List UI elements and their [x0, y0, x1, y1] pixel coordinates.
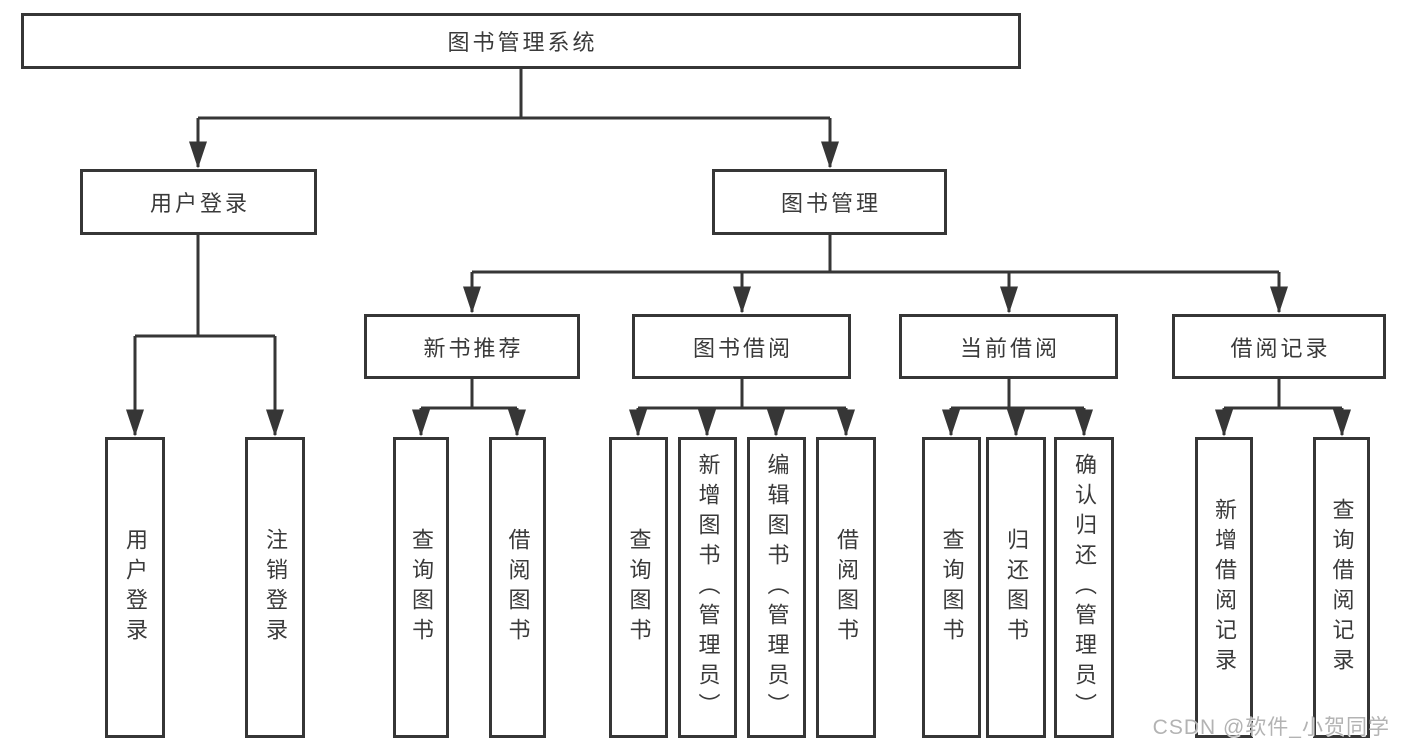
leaf-add-borrow-record: 新增借阅记录 — [1195, 437, 1253, 738]
node-user-login-label: 用户登录 — [149, 191, 250, 216]
leaf-edit-books-admin-label: 编辑图书（管理员） — [764, 452, 790, 723]
leaf-query-books-current: 查询图书 — [922, 437, 981, 738]
leaf-return-books-label: 归还图书 — [1004, 527, 1029, 648]
leaf-logout-label: 注销登录 — [263, 527, 288, 648]
node-current-borrowing: 当前借阅 — [899, 314, 1118, 379]
node-new-book-recommend-label: 新书推荐 — [423, 335, 524, 361]
leaf-query-books-recommend-label: 查询图书 — [409, 527, 434, 648]
node-root-label: 图书管理系统 — [447, 30, 598, 55]
leaf-query-books-recommend: 查询图书 — [393, 437, 449, 738]
node-borrowing-records-label: 借阅记录 — [1230, 335, 1331, 361]
node-current-borrowing-label: 当前借阅 — [959, 335, 1060, 361]
node-book-borrowing: 图书借阅 — [632, 314, 851, 379]
leaf-query-books-current-label: 查询图书 — [939, 527, 965, 648]
leaf-borrow-books-recommend: 借阅图书 — [489, 437, 546, 738]
node-root: 图书管理系统 — [21, 13, 1021, 69]
leaf-user-login-label: 用户登录 — [123, 527, 148, 648]
leaf-borrow-books: 借阅图书 — [816, 437, 876, 738]
leaf-query-borrow-record: 查询借阅记录 — [1313, 437, 1370, 738]
leaf-borrow-books-recommend-label: 借阅图书 — [505, 527, 531, 648]
leaf-confirm-return-admin: 确认归还（管理员） — [1054, 437, 1114, 738]
leaf-add-borrow-record-label: 新增借阅记录 — [1212, 497, 1237, 678]
leaf-borrow-books-label: 借阅图书 — [834, 527, 859, 648]
csdn-watermark: CSDN @软件_小贺同学 — [1152, 716, 1390, 739]
leaf-user-login: 用户登录 — [105, 437, 165, 738]
leaf-edit-books-admin: 编辑图书（管理员） — [747, 437, 806, 738]
leaf-query-books-borrowing-label: 查询图书 — [626, 527, 652, 648]
leaf-return-books: 归还图书 — [986, 437, 1046, 738]
leaf-query-borrow-record-label: 查询借阅记录 — [1329, 497, 1355, 678]
node-book-management-label: 图书管理 — [780, 191, 881, 216]
leaf-add-books-admin: 新增图书（管理员） — [678, 437, 737, 738]
leaf-confirm-return-admin-label: 确认归还（管理员） — [1072, 452, 1097, 723]
node-borrowing-records: 借阅记录 — [1172, 314, 1386, 379]
node-new-book-recommend: 新书推荐 — [364, 314, 580, 379]
node-book-borrowing-label: 图书借阅 — [692, 335, 793, 361]
node-user-login: 用户登录 — [80, 169, 317, 235]
leaf-add-books-admin-label: 新增图书（管理员） — [695, 452, 721, 723]
leaf-query-books-borrowing: 查询图书 — [609, 437, 668, 738]
node-book-management: 图书管理 — [712, 169, 947, 235]
leaf-logout: 注销登录 — [245, 437, 305, 738]
